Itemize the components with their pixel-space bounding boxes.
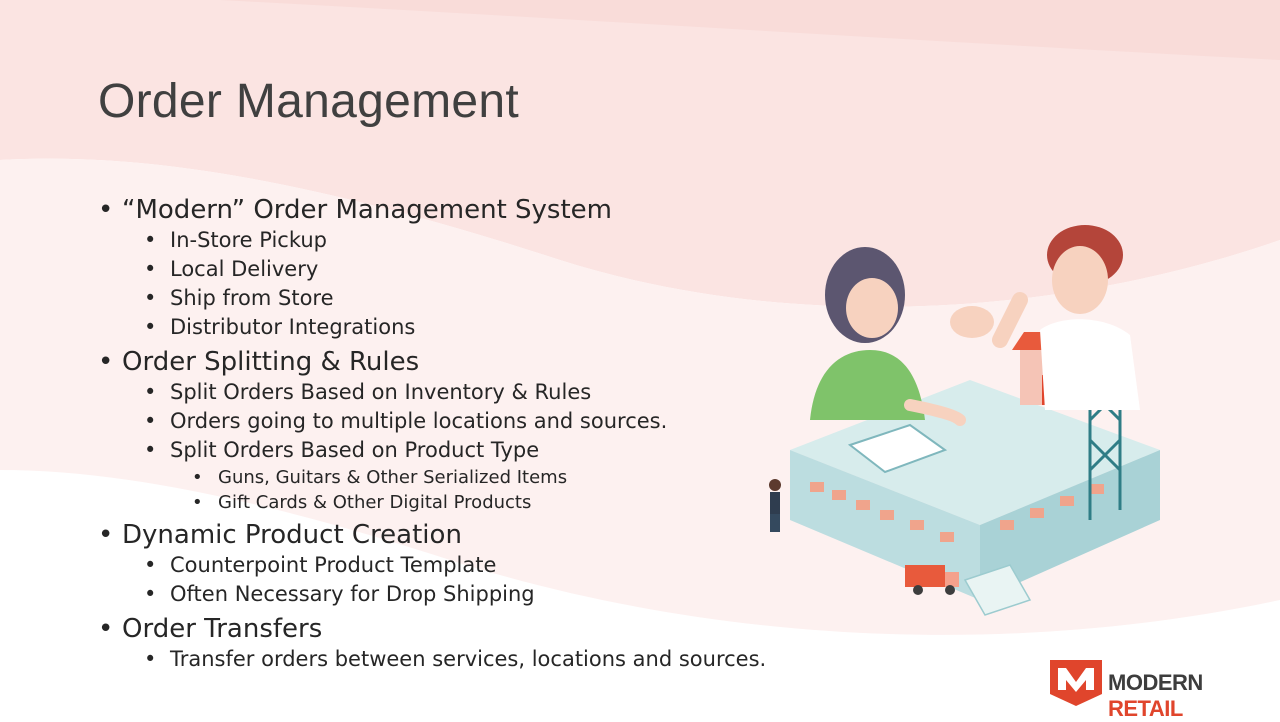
bullet-item: “Modern” Order Management System (98, 194, 798, 226)
logo-word-modern: MODERN (1108, 670, 1203, 695)
logo-word-retail: RETAIL (1108, 696, 1183, 721)
sub-bullet-item: Transfer orders between services, locati… (98, 645, 798, 674)
sub-bullet-item: Orders going to multiple locations and s… (98, 407, 798, 436)
bullet-item: Dynamic Product Creation (98, 519, 798, 551)
m-shield-icon (1050, 660, 1102, 706)
logo-wordmark: MODERN RETAIL (1108, 670, 1280, 722)
sub-sub-bullet-item: Guns, Guitars & Other Serialized Items (98, 465, 798, 490)
sub-bullet-item: Distributor Integrations (98, 313, 798, 342)
bullet-item: Order Splitting & Rules (98, 346, 798, 378)
sub-sub-bullet-item: Gift Cards & Other Digital Products (98, 490, 798, 515)
sub-bullet-item: Local Delivery (98, 255, 798, 284)
bullet-item: Order Transfers (98, 613, 798, 645)
warehouse-illustration-icon (769, 225, 1160, 616)
sub-bullet-item: Split Orders Based on Product Type (98, 436, 798, 465)
sub-bullet-item: Ship from Store (98, 284, 798, 313)
sub-bullet-item: Often Necessary for Drop Shipping (98, 580, 798, 609)
sub-bullet-item: Split Orders Based on Inventory & Rules (98, 378, 798, 407)
sub-bullet-item: Counterpoint Product Template (98, 551, 798, 580)
sub-bullet-item: In-Store Pickup (98, 226, 798, 255)
slide-title: Order Management (98, 75, 520, 128)
bullet-list: “Modern” Order Management System In-Stor… (98, 190, 798, 674)
